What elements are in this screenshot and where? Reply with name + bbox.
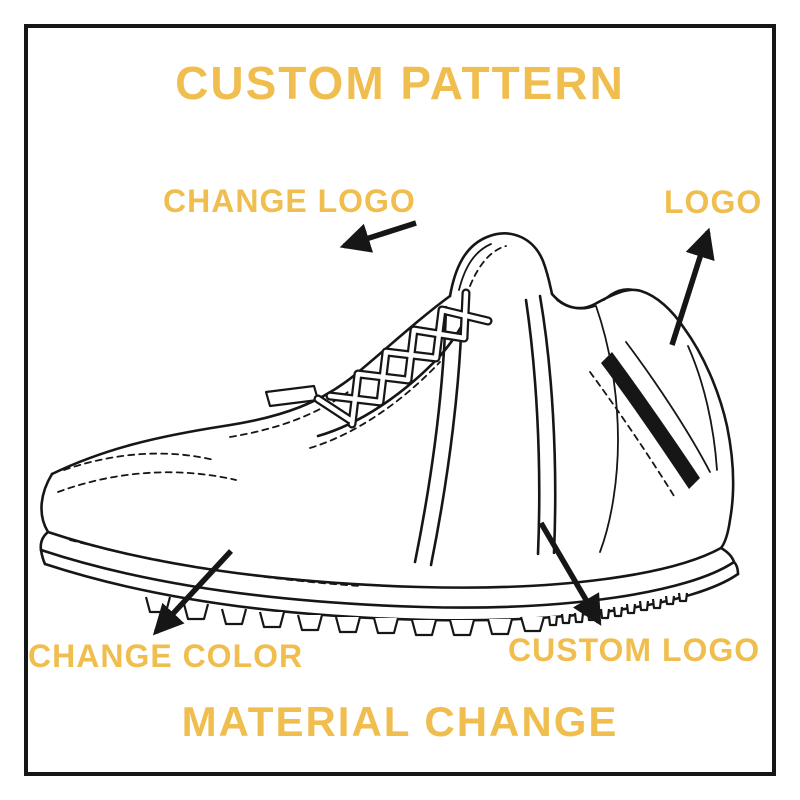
shoe-topline [50,294,452,476]
sole-heel-join-2 [732,560,740,576]
heel-stripe-stitch [589,371,675,497]
sole-heel-join-1 [719,546,736,564]
quarter-seam [595,305,619,553]
annotation-change-color: CHANGE COLOR [28,638,304,674]
arrow-change-logo [339,220,417,253]
midsole-line [39,548,736,609]
poster-title: CUSTOM PATTERN [175,57,625,109]
quarter-panel-seam-2 [538,294,557,555]
poster-footer: MATERIAL CHANGE [181,698,619,745]
shoe-tongue [448,232,554,298]
heel-back-inner-line [687,345,718,471]
sole-front-join-1 [39,530,50,552]
toe-stitch-1 [63,452,215,471]
eyestay-stitch [309,361,441,449]
annotation-change-logo: CHANGE LOGO [163,183,416,219]
heel-stripe-parallel [625,341,711,473]
toe-stitch-2 [57,471,237,493]
arrow-change-color [152,549,234,636]
annotation-arrows [152,220,715,636]
sole-stitch [69,539,361,587]
heel-stripe [601,352,700,489]
annotation-custom-logo: CUSTOM LOGO [508,632,761,668]
sneaker-illustration [39,232,740,637]
poster-border [24,24,776,776]
collar-inner-line [556,299,596,310]
tongue-inner-line [458,243,492,291]
shoe-toe-front [40,472,54,534]
laces-fill [315,290,491,427]
heel-tab-inner-line [603,288,636,301]
annotation-logo: LOGO [664,184,763,220]
arrow-custom-logo [538,521,602,626]
quarter-panel-seam-1 [524,298,541,556]
tongue-stitch [469,245,507,287]
arrow-logo [669,227,715,346]
shoe-collar-heel [550,288,735,550]
